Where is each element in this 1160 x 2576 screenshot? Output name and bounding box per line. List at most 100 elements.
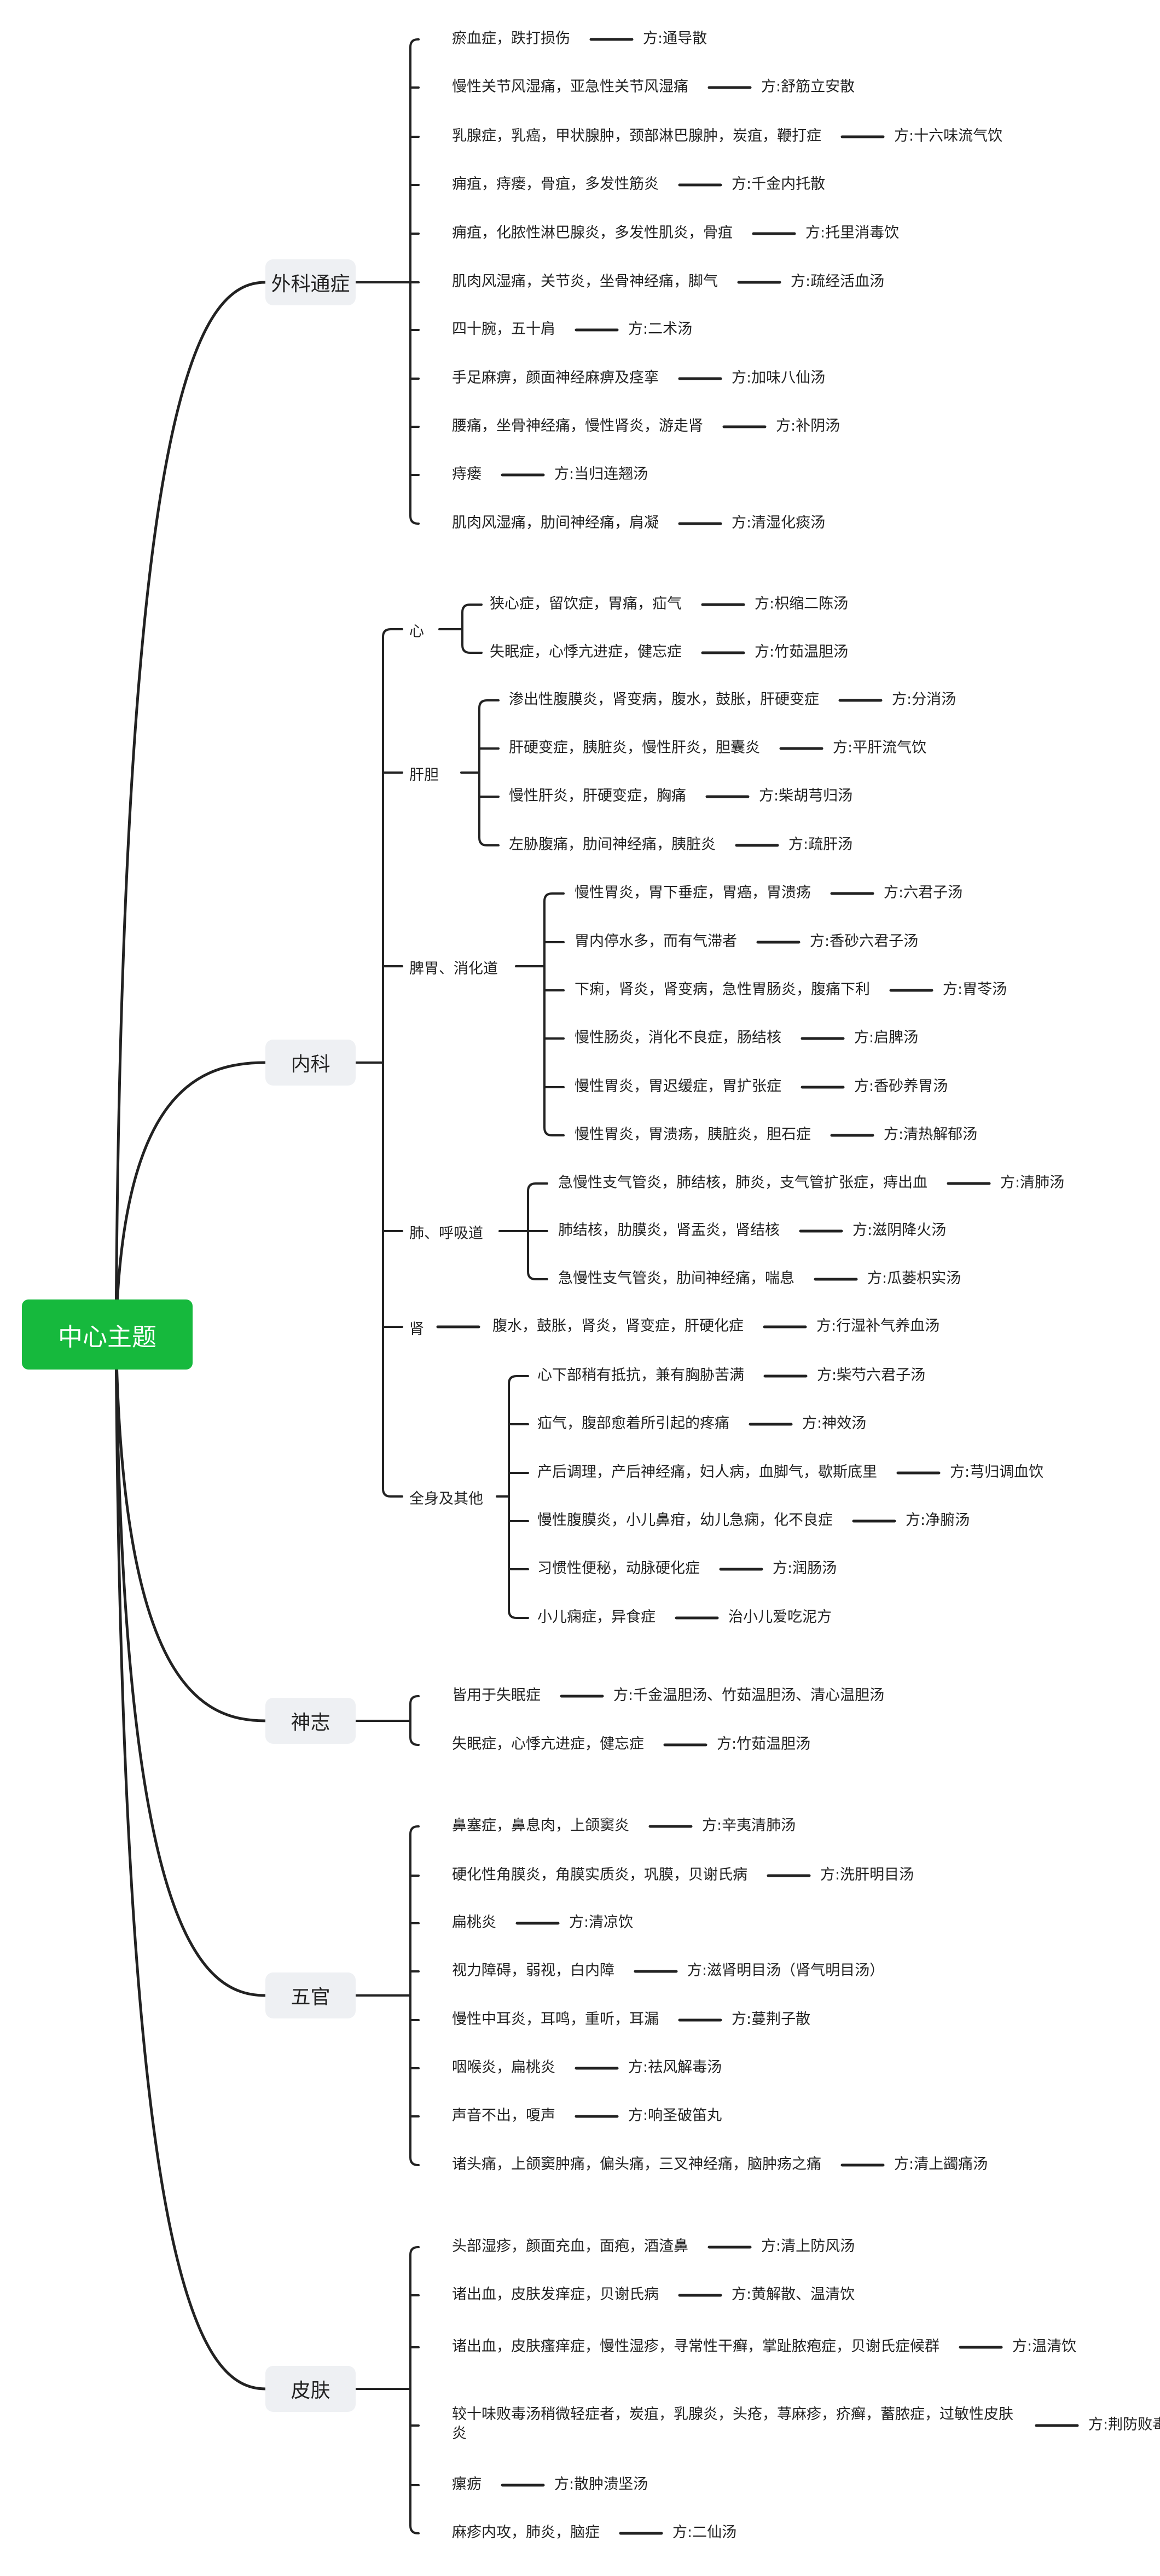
remedy-text[interactable]: 方:托里消毒饮 [805,224,900,241]
symptom-text[interactable]: 肺结核，肋膜炎，肾盂炎，肾结核 [558,1222,780,1239]
symptom-text[interactable]: 痈疽，化脓性淋巴腺炎，多发性肌炎，骨疽 [452,224,733,241]
symptom-text[interactable]: 肌肉风湿痛，关节炎，坐骨神经痛，脚气 [452,273,718,290]
symptom-text[interactable]: 慢性腹膜炎，小儿鼻疳，幼儿急痫，化不良症 [537,1512,833,1529]
symptom-text[interactable]: 腹水，鼓胀，肾炎，肾变症，肝硬化症 [492,1318,744,1335]
symptom-text[interactable]: 诸头痛，上颌窦肿痛，偏头痛，三叉神经痛，脑肿疡之痛 [452,2156,821,2173]
remedy-text[interactable]: 方:竹茹温胆汤 [717,1736,811,1753]
remedy-text[interactable]: 方:祛风解毒汤 [628,2059,722,2076]
remedy-text[interactable]: 方:响圣破笛丸 [628,2107,722,2124]
symptom-text[interactable]: 腰痛，坐骨神经痛，慢性肾炎，游走肾 [452,417,703,434]
symptom-text[interactable]: 疝气，腹部愈着所引起的疼痛 [537,1415,729,1432]
remedy-text[interactable]: 方:清肺汤 [1000,1174,1065,1191]
symptom-text[interactable]: 四十腕，五十肩 [452,321,555,338]
remedy-text[interactable]: 方:润肠汤 [773,1560,837,1577]
remedy-text[interactable]: 方:散肿溃坚汤 [554,2476,648,2493]
symptom-text[interactable]: 声音不出，嗄声 [452,2107,555,2124]
remedy-text[interactable]: 方:竹茹温胆汤 [755,643,849,660]
remedy-text[interactable]: 方:滋阴降火汤 [852,1222,947,1239]
remedy-text[interactable]: 方:清上防风汤 [761,2238,855,2255]
branch-topic[interactable]: 五官 [265,1972,356,2018]
remedy-text[interactable]: 方:温清饮 [1012,2338,1077,2355]
group-label[interactable]: 脾胃、消化道 [409,960,498,977]
central-topic[interactable]: 中心主题 [22,1299,193,1370]
group-label[interactable]: 肾 [409,1321,424,1338]
remedy-text[interactable]: 方:辛夷清肺汤 [702,1817,796,1834]
remedy-text[interactable]: 方:荆防败毒散 [1088,2416,1160,2433]
symptom-text[interactable]: 慢性胃炎，胃溃疡，胰脏炎，胆石症 [575,1126,811,1143]
remedy-text[interactable]: 方:清湿化痰汤 [732,514,826,531]
symptom-text[interactable]: 诸出血，皮肤发痒症，贝谢氏病 [452,2286,659,2303]
remedy-text[interactable]: 方:启脾汤 [854,1029,919,1046]
remedy-text[interactable]: 方:千金温胆汤、竹茹温胆汤、清心温胆汤 [613,1687,885,1704]
remedy-text[interactable]: 方:千金内托散 [732,176,826,193]
symptom-text[interactable]: 手足麻痹，颜面神经麻痹及痉挛 [452,369,659,386]
remedy-text[interactable]: 方:当归连翘汤 [554,466,648,483]
symptom-text[interactable]: 失眠症，心悸亢进症，健忘症 [452,1736,644,1753]
remedy-text[interactable]: 方:二仙汤 [672,2524,737,2541]
symptom-text[interactable]: 咽喉炎，扁桃炎 [452,2059,555,2076]
symptom-text[interactable]: 瘰疬 [452,2476,482,2493]
symptom-text[interactable]: 慢性中耳炎，耳鸣，重听，耳漏 [452,2011,659,2028]
symptom-text[interactable]: 慢性胃炎，胃下垂症，胃癌，胃溃疡 [575,884,811,901]
remedy-text[interactable]: 方:补阴汤 [776,417,840,434]
group-label[interactable]: 肺、呼吸道 [409,1225,483,1242]
remedy-text[interactable]: 方:平肝流气饮 [833,739,927,756]
symptom-text[interactable]: 急慢性支气管炎，肺结核，肺炎，支气管扩张症，痔出血 [558,1174,927,1191]
remedy-text[interactable]: 方:加味八仙汤 [732,369,826,386]
remedy-text[interactable]: 方:清热解郁汤 [884,1126,978,1143]
remedy-text[interactable]: 方:滋肾明目汤（肾气明目汤） [687,1962,885,1979]
symptom-text[interactable]: 较十味败毒汤稍微轻症者，炭疽，乳腺炎，头疮，荨麻疹，疥癣，蓄脓症，过敏性皮肤炎 [452,2406,1013,2442]
remedy-text[interactable]: 方:黄解散、温清饮 [732,2286,855,2303]
remedy-text[interactable]: 方:清上蠲痛汤 [894,2156,988,2173]
symptom-text[interactable]: 下痢，肾炎，肾变病，急性胃肠炎，腹痛下利 [575,981,870,998]
symptom-text[interactable]: 狭心症，留饮症，胃痛，疝气 [490,595,682,612]
symptom-text[interactable]: 急慢性支气管炎，肋间神经痛，喘息 [558,1270,794,1287]
remedy-text[interactable]: 方:柴芍六君子汤 [817,1367,926,1384]
group-label[interactable]: 全身及其他 [409,1490,483,1507]
branch-topic[interactable]: 外科通症 [265,259,356,305]
symptom-text[interactable]: 慢性肠炎，消化不良症，肠结核 [575,1029,781,1046]
branch-topic[interactable]: 内科 [265,1040,356,1086]
remedy-text[interactable]: 方:香砂六君子汤 [810,933,919,950]
remedy-text[interactable]: 方:净腑汤 [906,1512,970,1529]
symptom-text[interactable]: 慢性胃炎，胃迟缓症，胃扩张症 [575,1078,781,1095]
symptom-text[interactable]: 痔瘘 [452,466,482,483]
symptom-text[interactable]: 产后调理，产后神经痛，妇人病，血脚气，歇斯底里 [537,1464,877,1481]
remedy-text[interactable]: 方:柴胡芎归汤 [759,787,853,804]
symptom-text[interactable]: 肝硬变症，胰脏炎，慢性肝炎，胆囊炎 [509,739,760,756]
remedy-text[interactable]: 治小儿爱吃泥方 [728,1609,832,1626]
remedy-text[interactable]: 方:瓜蒌枳实汤 [867,1270,961,1287]
symptom-text[interactable]: 瘀血症，跌打损伤 [452,30,570,47]
symptom-text[interactable]: 诸出血，皮肤瘙痒症，慢性湿疹，寻常性干癣，掌趾脓疱症，贝谢氏症候群 [452,2338,939,2355]
remedy-text[interactable]: 方:分消汤 [892,691,956,708]
remedy-text[interactable]: 方:神效汤 [802,1415,867,1432]
group-label[interactable]: 肝胆 [409,767,439,784]
branch-topic[interactable]: 神志 [265,1698,356,1744]
symptom-text[interactable]: 痈疽，痔瘘，骨疽，多发性筋炎 [452,176,659,193]
remedy-text[interactable]: 方:清凉饮 [569,1914,634,1931]
symptom-text[interactable]: 慢性肝炎，肝硬变症，胸痛 [509,787,686,804]
remedy-text[interactable]: 方:蔓荆子散 [732,2011,811,2028]
symptom-text[interactable]: 失眠症，心悸亢进症，健忘症 [490,643,682,660]
remedy-text[interactable]: 方:行湿补气养血汤 [816,1318,940,1335]
symptom-text[interactable]: 皆用于失眠症 [452,1687,541,1704]
symptom-text[interactable]: 心下部稍有抵抗，兼有胸胁苦满 [537,1367,744,1384]
symptom-text[interactable]: 习惯性便秘，动脉硬化症 [537,1560,700,1577]
symptom-text[interactable]: 乳腺症，乳癌，甲状腺肿，颈部淋巴腺肿，炭疽，鞭打症 [452,127,821,144]
symptom-text[interactable]: 视力障碍，弱视，白内障 [452,1962,614,1979]
remedy-text[interactable]: 方:洗肝明目汤 [820,1866,914,1883]
symptom-text[interactable]: 胃内停水多，而有气滞者 [575,933,737,950]
remedy-text[interactable]: 方:六君子汤 [884,884,963,901]
symptom-text[interactable]: 渗出性腹膜炎，肾变病，腹水，鼓胀，肝硬变症 [509,691,819,708]
remedy-text[interactable]: 方:通导散 [643,30,707,47]
symptom-text[interactable]: 左胁腹痛，肋间神经痛，胰脏炎 [509,836,716,853]
remedy-text[interactable]: 方:芎归调血饮 [950,1464,1044,1481]
remedy-text[interactable]: 方:二术汤 [628,321,693,338]
branch-topic[interactable]: 皮肤 [265,2366,356,2412]
remedy-text[interactable]: 方:舒筋立安散 [761,78,855,95]
symptom-text[interactable]: 鼻塞症，鼻息肉，上颌窦炎 [452,1817,629,1834]
symptom-text[interactable]: 麻疹内攻，肺炎，脑症 [452,2524,600,2541]
remedy-text[interactable]: 方:十六味流气饮 [894,127,1003,144]
symptom-text[interactable]: 慢性关节风湿痛，亚急性关节风湿痛 [452,78,688,95]
group-label[interactable]: 心 [409,623,424,640]
